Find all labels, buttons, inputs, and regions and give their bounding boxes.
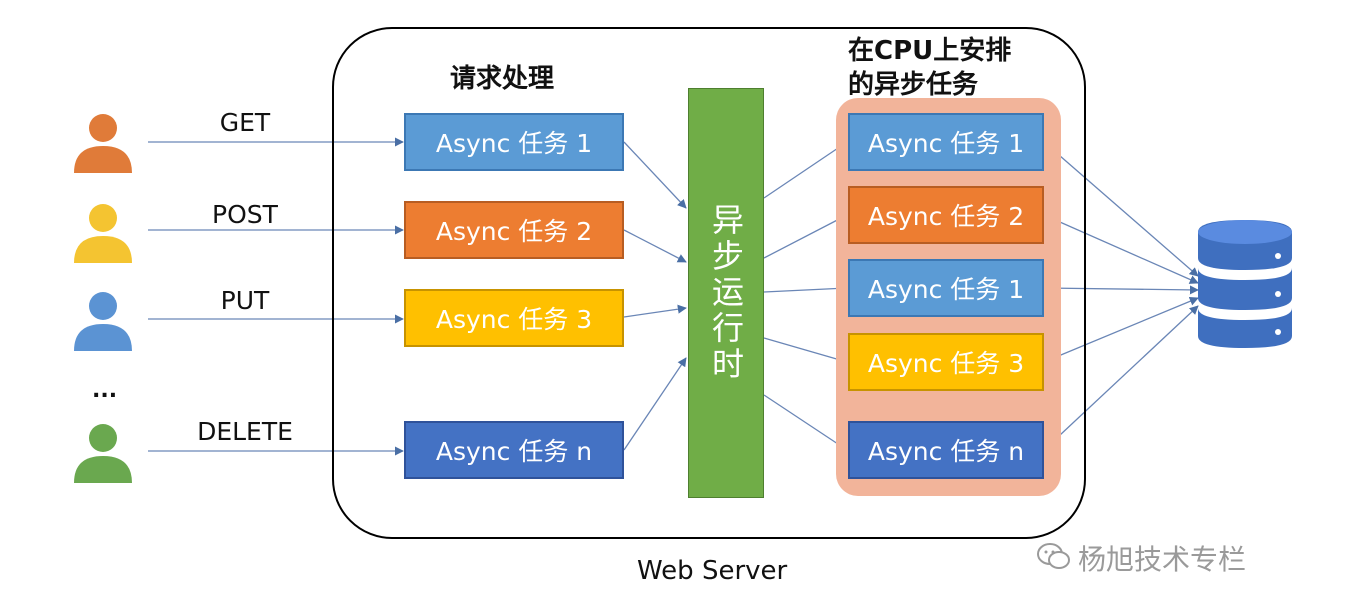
scheduling-title-line1: 在CPU上安排 [848, 36, 1012, 66]
request-task-n: Async 任务 n [404, 421, 624, 479]
scheduled-task-3: Async 任务 3 [848, 333, 1044, 391]
user-icon-put [74, 292, 132, 351]
scheduled-task-2: Async 任务 2 [848, 186, 1044, 244]
method-label-put: PUT [220, 286, 270, 315]
method-label-get: GET [219, 108, 271, 137]
async-runtime-bar: 异步运行时 [688, 88, 764, 498]
web-server-label: Web Server [637, 556, 788, 586]
user-icon-delete [74, 424, 132, 483]
async-runtime-label: 异步运行时 [707, 203, 745, 383]
request-task-1: Async 任务 1 [404, 113, 624, 171]
scheduled-task-1: Async 任务 1 [848, 113, 1044, 171]
ellipsis: ... [92, 378, 118, 403]
database-icon [1198, 220, 1292, 348]
method-label-delete: DELETE [197, 417, 293, 446]
request-task-3: Async 任务 3 [404, 289, 624, 347]
scheduled-task-n: Async 任务 n [848, 421, 1044, 479]
wechat-icon [1037, 543, 1070, 569]
user-icon-post [74, 204, 132, 263]
web-server-container [332, 27, 1086, 539]
scheduling-title-line2: 的异步任务 [848, 70, 979, 100]
request-task-2: Async 任务 2 [404, 201, 624, 259]
request-handling-title: 请求处理 [450, 64, 555, 94]
user-icon-get [74, 114, 132, 173]
scheduled-task-1b: Async 任务 1 [848, 259, 1044, 317]
method-label-post: POST [212, 200, 278, 229]
watermark-text: 杨旭技术专栏 [1078, 543, 1247, 576]
client-icons [74, 114, 132, 483]
